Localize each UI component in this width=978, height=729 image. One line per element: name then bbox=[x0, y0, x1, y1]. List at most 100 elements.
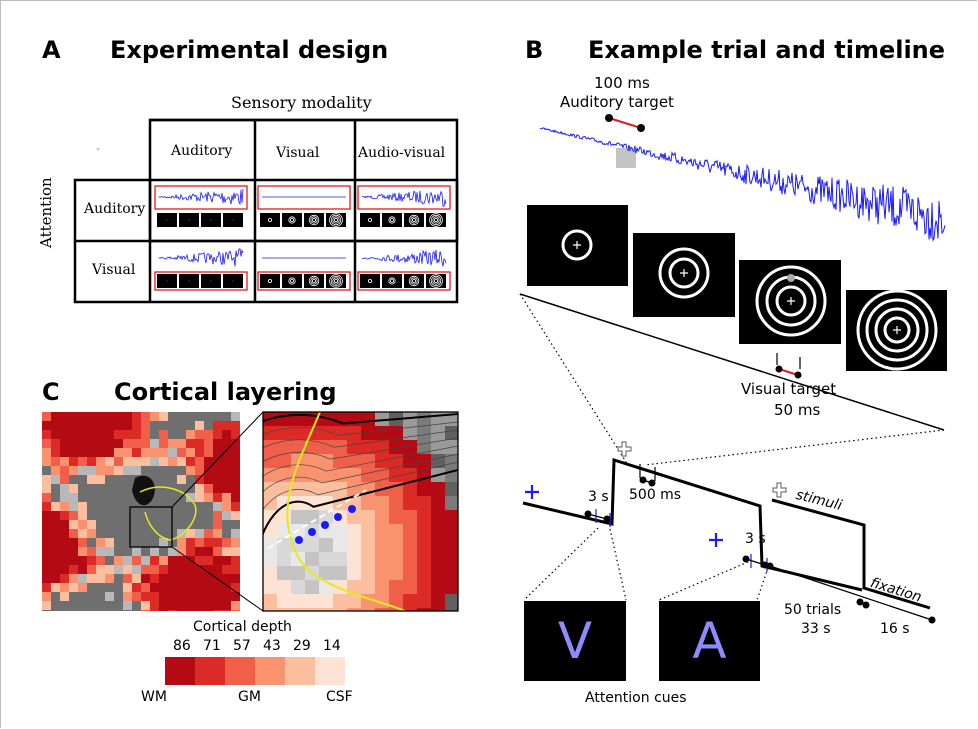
zoom-voxel bbox=[361, 412, 375, 426]
zoom-voxel bbox=[305, 440, 319, 454]
zoom-voxel bbox=[291, 608, 305, 611]
zoom-voxel bbox=[375, 608, 389, 611]
zoom-voxel bbox=[305, 468, 319, 482]
mri-voxel bbox=[150, 592, 159, 601]
zoom-voxel bbox=[263, 426, 277, 440]
zoom-voxel bbox=[375, 510, 389, 524]
cell-ring bbox=[310, 277, 318, 285]
mri-voxel bbox=[60, 466, 69, 475]
cell-ring bbox=[388, 277, 396, 285]
col-header-visual: Visual bbox=[276, 145, 320, 161]
mri-voxel bbox=[222, 421, 231, 430]
mri-voxel bbox=[60, 538, 69, 547]
mri-voxel bbox=[177, 538, 186, 547]
mri-voxel bbox=[105, 457, 114, 466]
cell-ring bbox=[289, 278, 294, 283]
cell-ring bbox=[308, 275, 320, 287]
mri-voxel bbox=[42, 475, 51, 484]
mri-voxel bbox=[231, 574, 240, 583]
zoom-voxel bbox=[403, 594, 417, 608]
mri-voxel bbox=[213, 556, 222, 565]
zoom-voxel bbox=[417, 496, 431, 510]
mri-voxel bbox=[177, 565, 186, 574]
zoom-voxel bbox=[417, 580, 431, 594]
mri-voxel bbox=[78, 565, 87, 574]
mri-voxel bbox=[186, 493, 195, 502]
zoom-voxel bbox=[305, 608, 319, 611]
mri-voxel bbox=[42, 574, 51, 583]
trials-count: 50 trials bbox=[784, 602, 842, 618]
mri-voxel bbox=[69, 484, 78, 493]
cell-ring bbox=[430, 214, 442, 226]
mri-voxel bbox=[69, 412, 78, 421]
mri-voxel bbox=[168, 610, 177, 611]
mri-voxel bbox=[213, 493, 222, 502]
mri-voxel bbox=[42, 592, 51, 601]
stimulus-frame-4 bbox=[846, 289, 947, 371]
mri-voxel bbox=[69, 502, 78, 511]
zoom-voxel bbox=[445, 580, 458, 594]
mri-voxel bbox=[231, 529, 240, 538]
design-table bbox=[73, 118, 459, 304]
mri-voxel bbox=[150, 610, 159, 611]
mri-voxel bbox=[168, 448, 177, 457]
mri-voxel bbox=[141, 430, 150, 439]
mri-voxel bbox=[42, 502, 51, 511]
zoom-voxel bbox=[277, 510, 291, 524]
cell-ring bbox=[308, 214, 320, 226]
mri-voxel bbox=[213, 439, 222, 448]
mri-voxel bbox=[51, 421, 60, 430]
zoom-voxel bbox=[417, 566, 431, 580]
mri-voxel bbox=[105, 421, 114, 430]
cell-stimulus-frame bbox=[404, 213, 424, 227]
mri-voxel bbox=[204, 466, 213, 475]
zoom-voxel bbox=[263, 594, 277, 608]
attention-header: Attention bbox=[37, 177, 55, 248]
trials-duration: 33 s bbox=[801, 621, 831, 637]
fixation-cross-blue bbox=[525, 485, 723, 547]
mri-voxel bbox=[87, 430, 96, 439]
row-header-auditory: Auditory bbox=[84, 201, 146, 217]
zoom-voxel bbox=[347, 524, 361, 538]
mri-voxel bbox=[195, 484, 204, 493]
depth-tick: 86 bbox=[173, 638, 191, 654]
mri-voxel bbox=[177, 610, 186, 611]
zoom-voxel bbox=[431, 538, 445, 552]
stimulus-block-line bbox=[771, 498, 931, 610]
mri-voxel bbox=[96, 412, 105, 421]
mri-voxel bbox=[69, 565, 78, 574]
mri-voxel bbox=[141, 439, 150, 448]
cell-stimulus-frame bbox=[304, 274, 324, 288]
zoom-voxel bbox=[445, 594, 458, 608]
cell-fixation-dot bbox=[188, 280, 190, 282]
sampling-point bbox=[334, 513, 342, 521]
zoom-voxel bbox=[277, 608, 291, 611]
zoom-voxel bbox=[291, 594, 305, 608]
zoom-voxel bbox=[291, 580, 305, 594]
zoom-connector bbox=[129, 411, 459, 612]
mri-voxel bbox=[231, 421, 240, 430]
mri-voxel bbox=[231, 457, 240, 466]
mri-voxel bbox=[96, 565, 105, 574]
mri-voxel bbox=[159, 439, 168, 448]
label-csf: CSF bbox=[326, 689, 353, 705]
zoom-voxel bbox=[333, 608, 347, 611]
mri-voxel bbox=[222, 430, 231, 439]
mri-voxel bbox=[150, 601, 159, 610]
mri-voxel bbox=[150, 565, 159, 574]
zoom-voxel bbox=[431, 608, 445, 611]
cell-attended-highlight bbox=[357, 271, 451, 291]
zoom-voxel bbox=[347, 510, 361, 524]
cell-ring bbox=[411, 217, 416, 222]
cell-waveform bbox=[361, 190, 447, 207]
mri-voxel bbox=[69, 520, 78, 529]
mri-voxel bbox=[159, 457, 168, 466]
zoom-voxel bbox=[389, 608, 403, 611]
zoom-voxel bbox=[389, 468, 403, 482]
mri-voxel bbox=[168, 592, 177, 601]
zoom-voxel bbox=[333, 524, 347, 538]
zoom-voxel bbox=[445, 426, 458, 440]
depth-title: Cortical depth bbox=[193, 619, 292, 635]
mri-voxel bbox=[105, 466, 114, 475]
cell-waveform bbox=[158, 188, 244, 206]
